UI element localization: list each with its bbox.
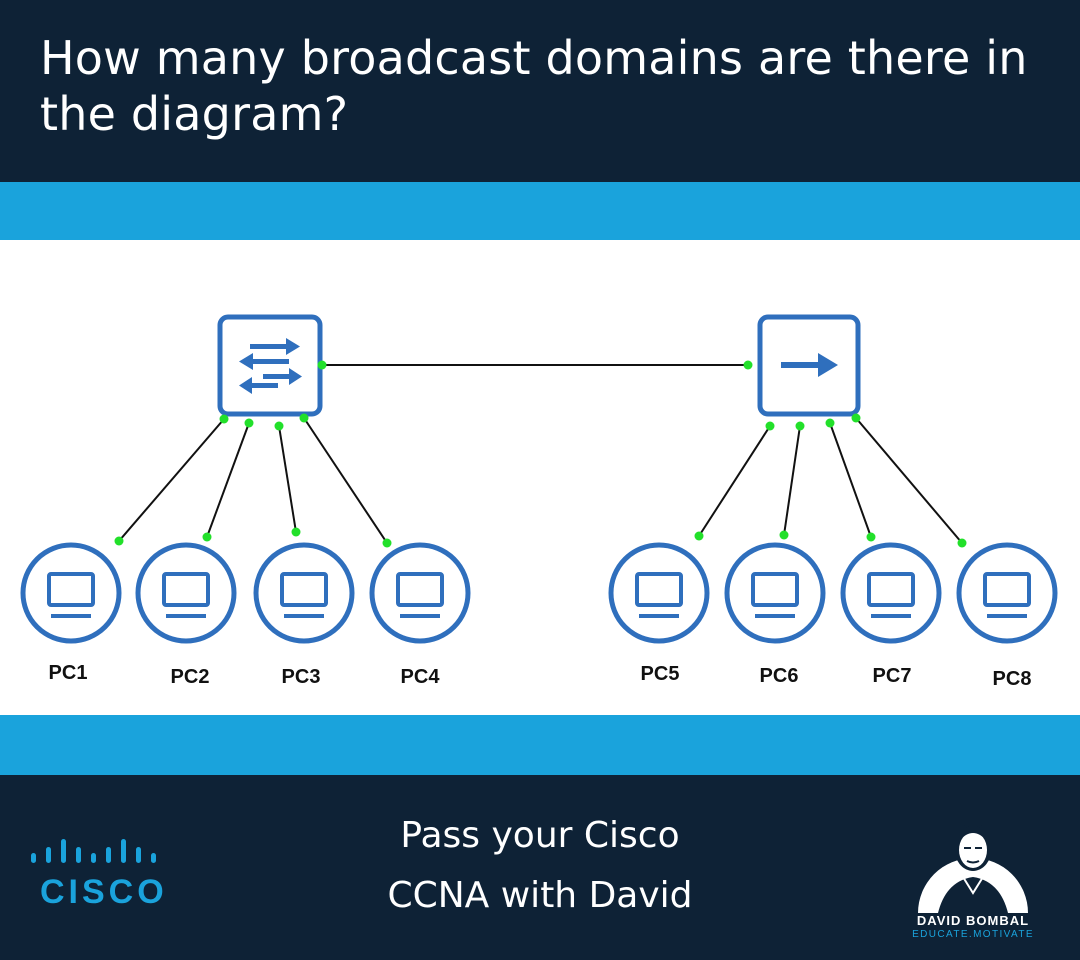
link-hub-pc7 [829,422,872,538]
port-dot [765,421,775,431]
port-dot [694,531,704,541]
port-dot [866,532,876,542]
pc7-icon [840,542,942,644]
pc1-icon [20,542,122,644]
pc7-label: PC7 [873,665,912,687]
network-diagram-canvas: PC1 PC2 PC3 PC4 PC5 PC6 PC7 PC8 [20,314,1058,690]
link-switch-pc2 [206,422,250,538]
link-switch-pc1 [118,418,225,542]
question-title: How many broadcast domains are there in … [40,31,1028,141]
hub-device [757,314,861,417]
pc8-icon [956,542,1058,644]
port-dot [825,418,835,428]
pc4-label: PC4 [401,666,441,688]
port-dot [274,421,284,431]
port-dot [317,360,327,370]
pc1-label: PC1 [49,662,88,684]
port-dot [291,527,301,537]
header-banner: How many broadcast domains are there in … [0,0,1080,180]
hub-arrow-icon [781,353,838,377]
switch-device [217,314,323,417]
link-switch-pc3 [278,425,297,533]
port-dot [851,413,861,423]
pc2-label: PC2 [171,666,210,688]
bombal-name: DAVID BOMBAL [916,913,1030,928]
pc3-icon [253,542,355,644]
port-indicators [114,360,967,548]
pc2-icon [135,542,237,644]
top-accent-band [0,182,1080,240]
footer-banner: CISCO Pass your Cisco CCNA with David DA… [0,777,1080,960]
pc5-label: PC5 [641,663,680,685]
port-dot [244,418,254,428]
link-hub-pc8 [855,417,963,544]
port-dot [382,538,392,548]
link-hub-pc5 [698,425,771,537]
port-dot [779,530,789,540]
link-switch-pc4 [303,417,388,544]
port-dot [219,414,229,424]
tagline-line1: Pass your Cisco [400,815,680,856]
network-diagram: PC1 PC2 PC3 PC4 PC5 PC6 PC7 PC8 [0,240,1080,715]
cisco-logo: CISCO [28,837,178,917]
port-dot [202,532,212,542]
portrait-icon [918,823,1028,913]
port-dot [114,536,124,546]
cisco-bars-icon [31,839,156,863]
pc3-label: PC3 [282,666,321,688]
port-dot [795,421,805,431]
pc6-icon [724,542,826,644]
bottom-accent-band [0,715,1080,775]
david-bombal-logo: DAVID BOMBAL EDUCATE.MOTIVATE [910,803,1040,953]
cisco-wordmark: CISCO [40,873,168,911]
pc4-icon [369,542,471,644]
pc8-label: PC8 [993,668,1032,690]
bombal-tagline: EDUCATE.MOTIVATE [912,929,1034,940]
link-hub-pc6 [783,425,801,536]
pc5-icon [608,542,710,644]
port-dot [299,413,309,423]
port-dot [957,538,967,548]
pc6-label: PC6 [760,665,799,687]
port-dot [743,360,753,370]
switch-arrows-icon [239,338,302,394]
tagline-line2: CCNA with David [387,875,693,916]
